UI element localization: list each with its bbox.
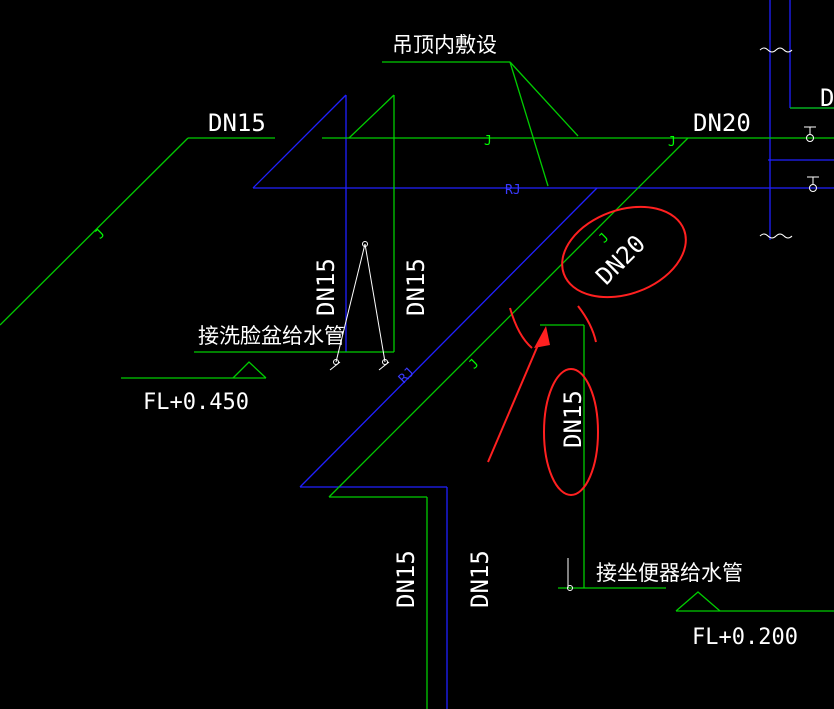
circle-dn20 <box>561 205 687 299</box>
tag-rj-mid: RJ <box>396 365 418 387</box>
toilet-valve-symbol <box>567 558 573 591</box>
label-dn15-top-left: DN15 <box>208 109 266 137</box>
hot-water-pipes <box>252 0 834 709</box>
red-markup <box>487 205 687 496</box>
j-pipe-diag-left <box>0 137 189 326</box>
basin-valve-sketch <box>329 241 390 371</box>
cold-water-pipes <box>0 61 834 709</box>
ceiling-note-leader-a <box>509 61 579 137</box>
tag-j-top: J <box>484 134 492 149</box>
label-dn15-bottom-b: DN15 <box>466 550 494 608</box>
label-cut-off: D <box>820 84 834 112</box>
j-pipe-diag-main <box>328 137 689 498</box>
tag-rj-top: RJ <box>505 183 521 198</box>
ceiling-note-leader-b <box>509 61 549 187</box>
tag-j-lower: J <box>466 356 482 372</box>
j-pipe-diag-upper <box>348 94 395 139</box>
tag-j-right: J <box>668 135 676 150</box>
fl-basin-marker <box>232 361 267 379</box>
label-dn15-bottom-a: DN15 <box>392 550 420 608</box>
label-dn15-vertical-a: DN15 <box>312 258 340 316</box>
pipe-tags: J J J RJ J RJ J <box>92 134 676 387</box>
toilet-supply-note: 接坐便器给水管 <box>596 561 743 585</box>
label-dn20-top-right: DN20 <box>693 109 751 137</box>
tag-j-mid: J <box>596 230 612 246</box>
label-dn15-vertical-b: DN15 <box>402 258 430 316</box>
floor-level-toilet: FL+0.200 <box>692 625 798 650</box>
tick-left <box>509 307 533 349</box>
valve-icon <box>809 184 817 192</box>
arrow-shaft <box>487 337 542 463</box>
label-dn15-circled: DN15 <box>559 390 587 448</box>
fl-toilet-marker <box>675 591 721 612</box>
tag-j-left: J <box>92 226 108 242</box>
rj-pipe-diag-upper <box>252 94 347 189</box>
tick-right <box>577 305 597 343</box>
valve-icon <box>806 134 814 142</box>
arrow-head <box>534 326 550 348</box>
basin-supply-note: 接洗脸盆给水管 <box>198 324 345 348</box>
drawing-labels: 吊顶内敷设 DN15 DN20 D DN15 DN15 接洗脸盆给水管 FL+0… <box>143 33 834 650</box>
ceiling-install-note: 吊顶内敷设 <box>392 33 497 57</box>
floor-level-basin: FL+0.450 <box>143 390 249 415</box>
right-valves <box>759 47 819 239</box>
circle-dn15 <box>543 368 599 496</box>
rj-pipe-diag-main <box>299 187 598 488</box>
